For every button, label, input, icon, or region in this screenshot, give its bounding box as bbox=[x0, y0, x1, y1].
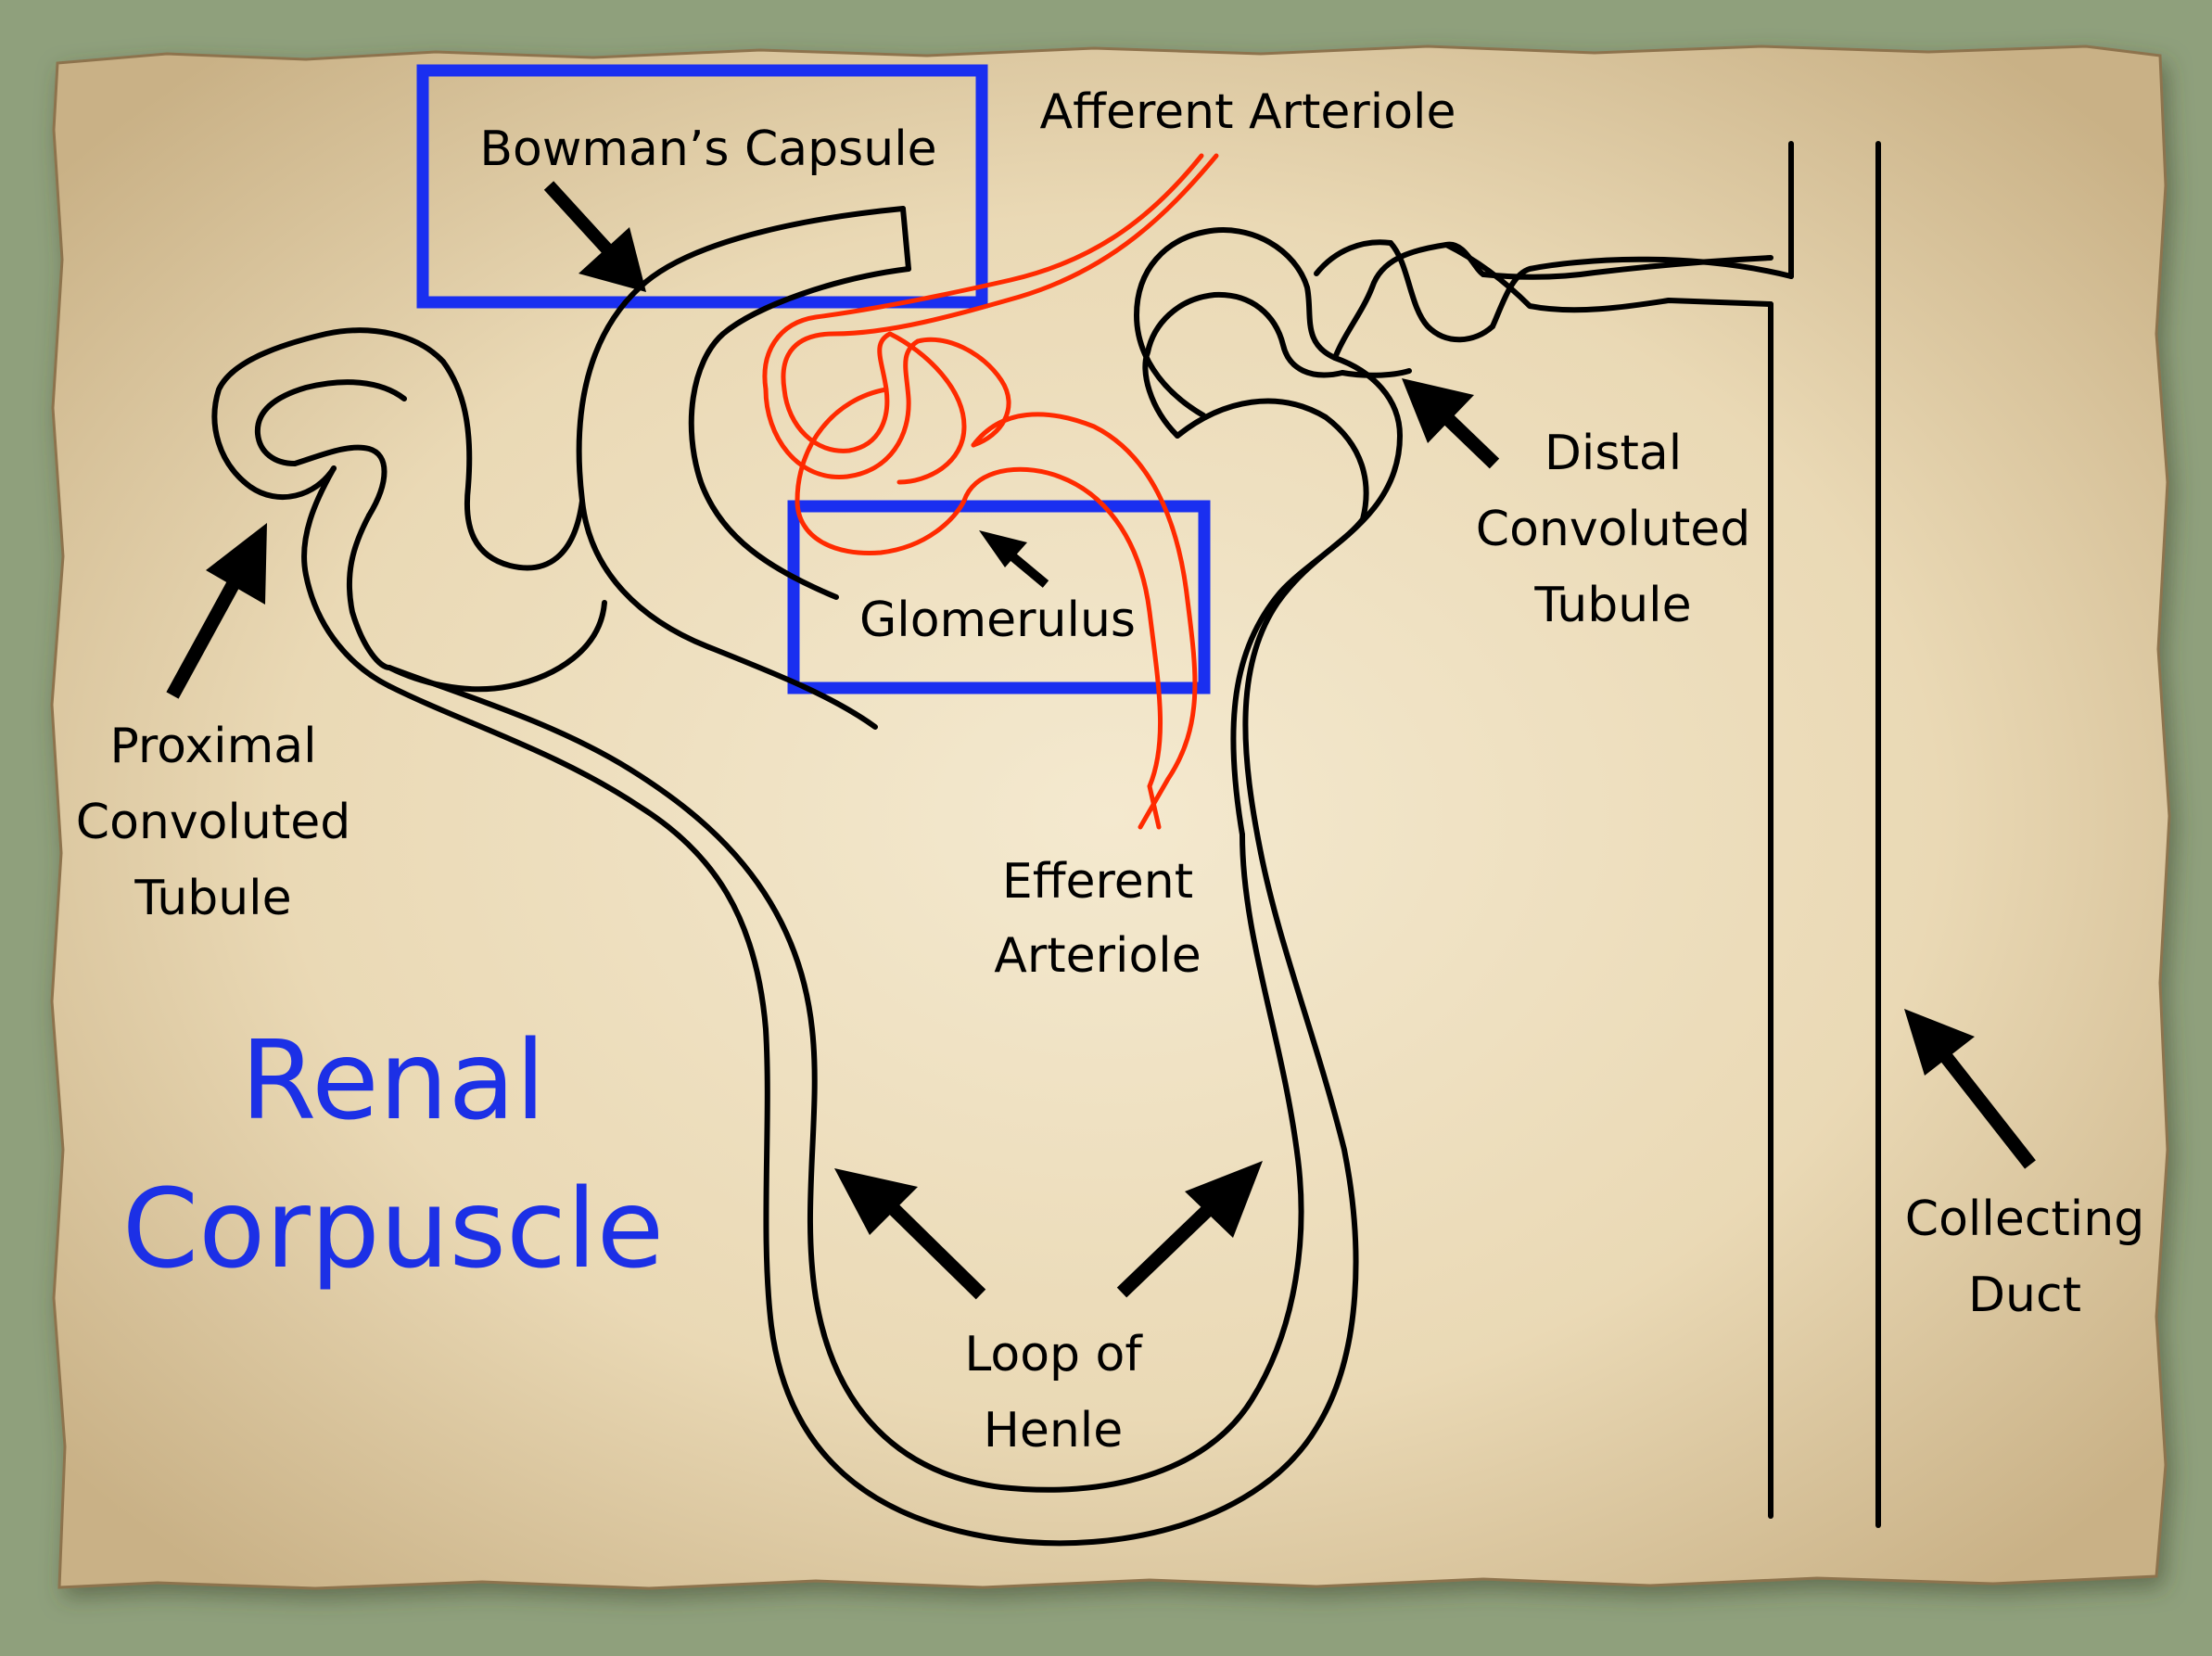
pointer-arrows bbox=[166, 181, 2036, 1300]
label-collecting-line2: Duct bbox=[1968, 1267, 2081, 1323]
label-glomerulus: Glomerulus bbox=[859, 592, 1136, 648]
diagram-labels: Bowman’s Capsule Afferent Arteriole Glom… bbox=[76, 84, 2144, 1459]
loop-henle-left-arrow bbox=[834, 1168, 986, 1300]
label-distal-line1: Distal bbox=[1545, 426, 1682, 481]
label-loop-line2: Henle bbox=[984, 1403, 1124, 1459]
proximal-tubule-arrow bbox=[166, 523, 267, 699]
label-loop-line1: Loop of bbox=[964, 1327, 1143, 1382]
label-proximal-line1: Proximal bbox=[109, 719, 316, 774]
label-collecting-line1: Collecting bbox=[1905, 1191, 2144, 1247]
label-bowmans-capsule: Bowman’s Capsule bbox=[479, 121, 936, 177]
collecting-duct-arrow bbox=[1904, 1009, 2036, 1169]
diagram-title: Renal Corpuscle bbox=[122, 1016, 665, 1293]
glomerulus-highlight-box bbox=[787, 500, 1211, 694]
afferent-arteriole-vessel bbox=[781, 153, 1219, 392]
label-efferent-line1: Efferent bbox=[1002, 854, 1193, 910]
label-proximal-line2: Convoluted bbox=[76, 795, 350, 850]
label-proximal-line3: Tubule bbox=[133, 871, 291, 926]
nephron-tubule bbox=[211, 206, 1794, 1547]
efferent-arteriole-vessel bbox=[971, 412, 1198, 830]
collecting-duct bbox=[1768, 141, 1881, 1528]
blood-vessels bbox=[762, 153, 1219, 830]
label-distal-line3: Tubule bbox=[1533, 578, 1691, 633]
bowmans-capsule-highlight-box bbox=[416, 64, 988, 309]
bowmans-capsule-arrow bbox=[543, 181, 646, 292]
label-afferent-arteriole: Afferent Arteriole bbox=[1040, 84, 1456, 140]
distal-tubule-arrow bbox=[1402, 378, 1500, 469]
loop-henle-right-arrow bbox=[1116, 1161, 1263, 1298]
glomerulus-arrow bbox=[979, 530, 1049, 588]
label-efferent-line2: Arteriole bbox=[994, 928, 1201, 984]
label-distal-line2: Convoluted bbox=[1476, 502, 1750, 557]
title-line-2: Corpuscle bbox=[122, 1165, 665, 1293]
title-line-1: Renal bbox=[240, 1016, 545, 1144]
